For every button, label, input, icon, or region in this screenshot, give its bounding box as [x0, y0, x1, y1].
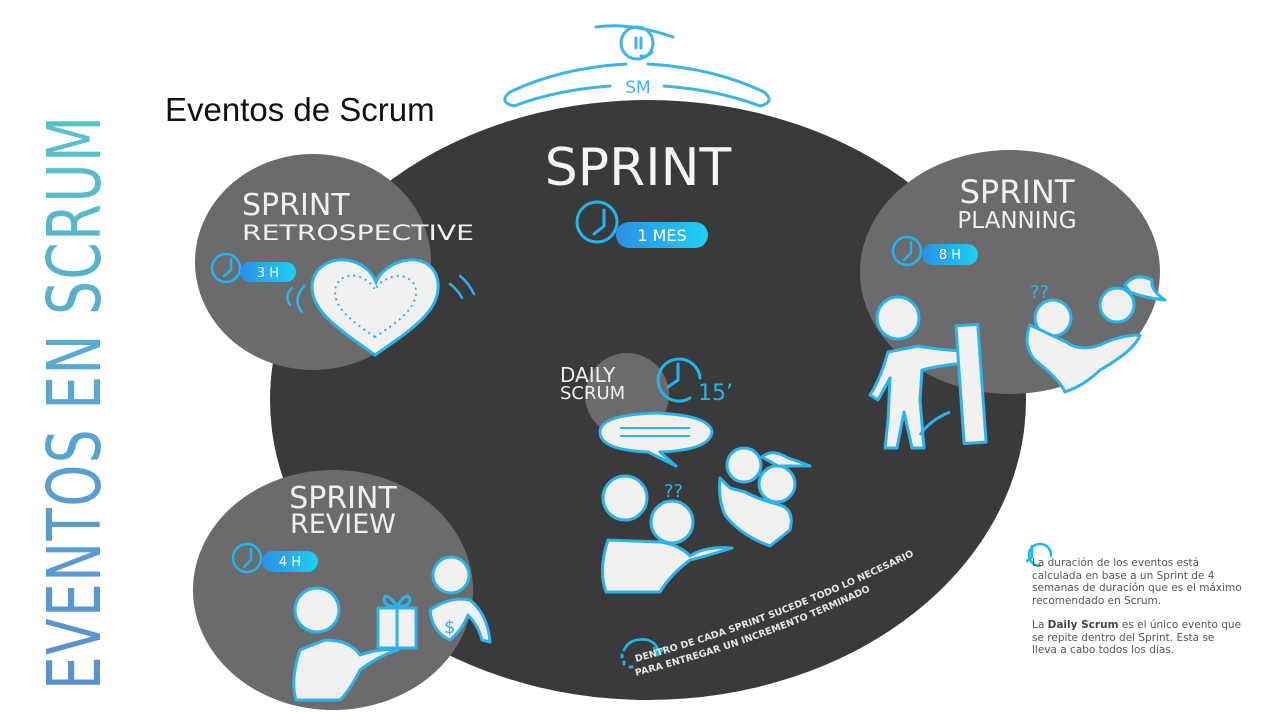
retrospective-title-line1: SPRINT [242, 188, 350, 223]
review-circle [193, 470, 473, 710]
planning-clock-icon [891, 235, 923, 267]
sprint-title: SPRINT [545, 138, 732, 198]
note-paragraph-2: La Daily Scrum es el único evento que se… [1032, 619, 1242, 657]
review-title-line1: SPRINT [289, 481, 397, 516]
review-gift-exchange-illustration [292, 555, 492, 702]
scrum-master-label: SM [625, 78, 650, 98]
sprint-duration-text: 1 MES [637, 226, 686, 245]
review-title-line2: REVIEW [290, 509, 396, 540]
daily-title-line2: SCRUM [560, 383, 625, 404]
planning-title-line2: PLANNING [957, 208, 1076, 234]
daily-duration-text: 15’ [698, 381, 733, 406]
note-paragraph-1: La duración de los eventos está calculad… [1032, 557, 1242, 607]
review-money-symbol: $ [444, 617, 455, 638]
sprint-clock-icon [575, 200, 619, 244]
daily-title-line1: DAILY [560, 363, 616, 387]
note-p2-suffix: es el único evento que se repite dentro … [1032, 619, 1242, 656]
review-duration-pill [262, 551, 318, 572]
note-p2-bold: Daily Scrum [1047, 619, 1119, 631]
daily-clock-icon [656, 357, 702, 403]
planning-circle [860, 150, 1160, 394]
note-clock-icon [1025, 542, 1053, 568]
retrospective-duration-text: 3 H [257, 266, 279, 281]
slide-title: Eventos de Scrum [165, 91, 435, 128]
sprint-duration-pill [616, 222, 708, 248]
retrospective-duration-pill [240, 262, 296, 282]
planning-duration-pill [922, 244, 978, 265]
planning-title-line1: SPRINT [960, 173, 1075, 211]
planning-presenter-illustration [868, 275, 1167, 450]
planning-question-marks: ?? [1030, 282, 1049, 303]
daily-question-marks: ?? [664, 481, 683, 502]
retrospective-clock-icon [210, 252, 242, 284]
review-clock-icon [231, 542, 263, 574]
daily-team-illustration [598, 411, 812, 594]
review-duration-text: 4 H [279, 555, 301, 570]
planning-duration-text: 8 H [939, 248, 961, 263]
cycle-arrow-icon [620, 638, 666, 669]
scrum-master-figure [503, 24, 771, 108]
retrospective-title-line2: RETROSPECTIVE [242, 221, 474, 245]
note-p2-prefix: La [1032, 619, 1048, 631]
heart-icon [286, 258, 476, 357]
duration-note: La duración de los eventos está calculad… [1032, 557, 1242, 669]
